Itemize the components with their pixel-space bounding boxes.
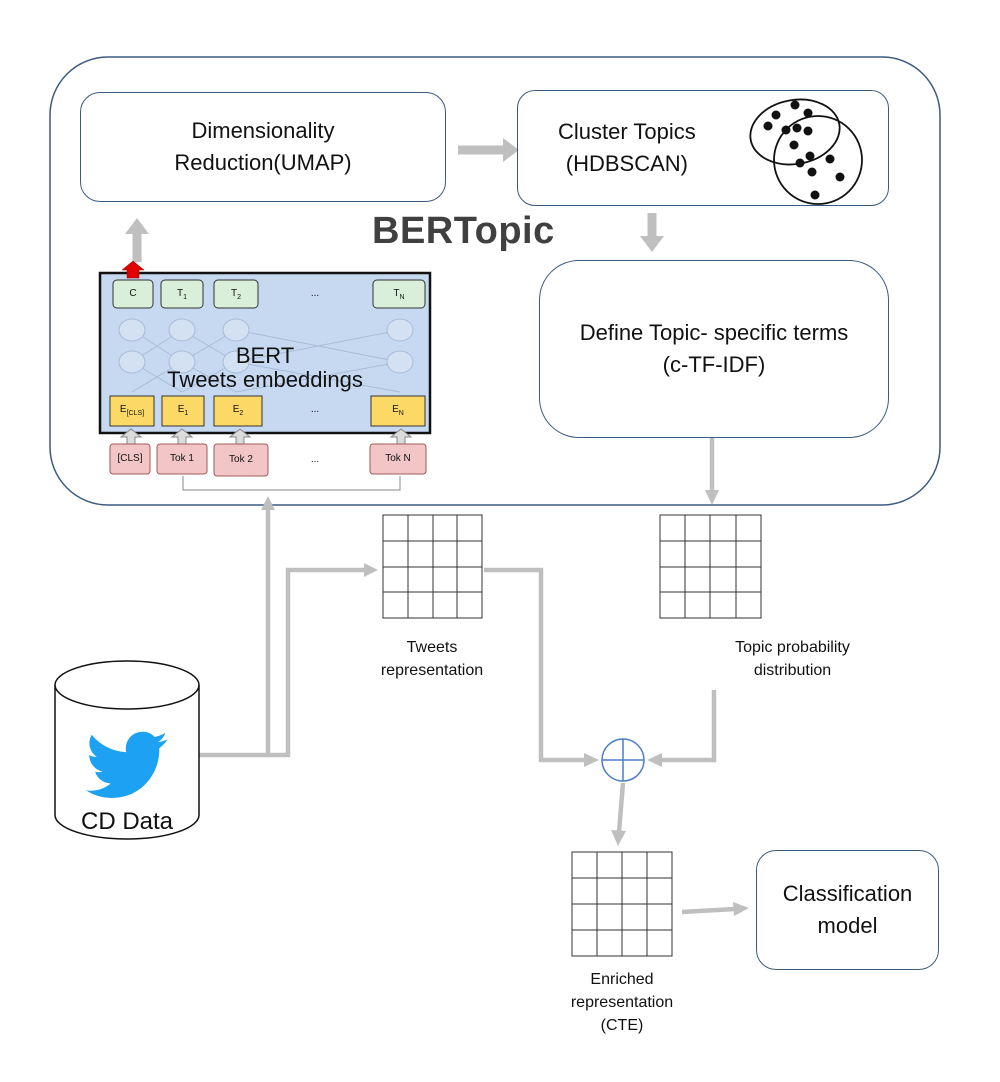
cluster-line2: (HDBSCAN) [565,151,688,176]
classification-line2: model [817,913,878,938]
umap-line1: Dimensionality [191,118,335,144]
combine-plus-icon [601,738,645,782]
bert-nodes [118,318,414,374]
arrow-enriched-to-classification [681,906,736,915]
bert-output-cells [112,279,426,309]
tweets-representation-caption: Tweets representation [380,639,484,680]
bert-out-t1: T1 [176,288,187,302]
arrow-data-to-tweets-repr [268,567,366,758]
topic-matrix [659,514,762,619]
token-n: Tok N [385,453,411,464]
emb-1: E1 [177,404,189,418]
bert-out-tn: TN [393,288,405,302]
enriched-matrix [571,851,673,957]
classification-line1: Classification [782,881,913,907]
emb-cls: E[CLS] [119,404,145,418]
token-up-arrows [119,428,413,445]
emb-dots: ... [310,404,320,415]
tweets-matrix [382,514,483,619]
red-cls-arrow [121,260,145,279]
bert-out-t2: T2 [230,288,241,302]
ctfidf-box: Define Topic- specific terms (c-TF-IDF) [539,260,889,438]
bert-embedding-cells [109,395,426,427]
classification-box: Classification model [756,850,939,970]
topic-distribution-caption: Topic probability distribution [735,639,850,680]
arrow-combine-to-enriched [616,782,626,833]
umap-box: Dimensionality Reduction(UMAP) [80,92,446,202]
bertopic-title: BERTopic [372,210,555,252]
enriched-representation-caption: Enriched representation (CTE) [570,971,674,1035]
ctfidf-line2: (c-TF-IDF) [662,352,766,377]
bert-title: BERT Tweets embeddings [150,343,380,393]
bert-line1: BERT [235,343,295,368]
arrow-data-to-bert [198,508,271,758]
umap-line2: Reduction(UMAP) [174,150,352,175]
bert-out-dots: ... [310,288,320,299]
emb-2: E2 [232,404,244,418]
token-dots: ... [310,454,320,465]
database-label: CD Data [80,808,174,835]
bertopic-container [49,56,941,506]
cluster-line1: Cluster Topics [558,119,696,145]
emb-n: EN [392,404,404,418]
token-1: Tok 1 [170,453,194,464]
bert-out-c: C [129,288,137,299]
arrow-tweets-to-combine [484,567,586,763]
token-bracket [182,476,401,491]
bert-line2: Tweets embeddings [167,367,363,393]
cluster-dots-icon [749,98,863,205]
twitter-bird-icon [86,731,168,798]
token-cls: [CLS] [117,453,143,464]
ctfidf-line1: Define Topic- specific terms [579,320,849,346]
token-2: Tok 2 [229,454,253,465]
cluster-box: Cluster Topics (HDBSCAN) [517,90,889,206]
arrow-topic-to-combine [660,690,717,763]
token-cells [109,443,427,477]
